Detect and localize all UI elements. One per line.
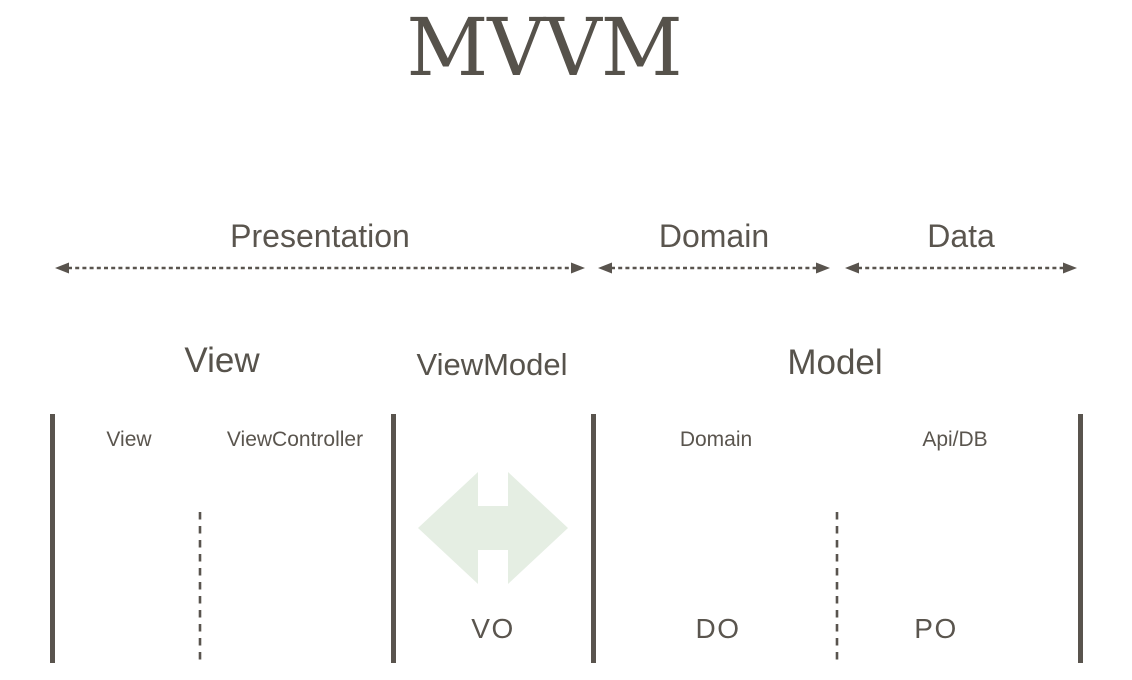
layer-span-data: Data bbox=[845, 218, 1077, 275]
column-label-viewcontroller: ViewController bbox=[226, 428, 364, 451]
double-arrow-icon bbox=[598, 262, 830, 274]
layer-span-domain: Domain bbox=[598, 218, 830, 275]
object-label-po: PO bbox=[914, 613, 958, 644]
object-label-do: DO bbox=[695, 613, 741, 644]
layer-span-presentation: Presentation bbox=[55, 218, 585, 275]
dotted-divider bbox=[198, 512, 202, 664]
layer-label-data: Data bbox=[927, 218, 995, 254]
section-header-model: Model bbox=[787, 343, 883, 382]
column-label-apidb: Api/DB bbox=[922, 428, 988, 451]
page-title: MVVM bbox=[406, 1, 682, 94]
layer-label-domain: Domain bbox=[658, 218, 770, 254]
column-label-view: View bbox=[106, 428, 152, 451]
section-header-view: View bbox=[184, 341, 260, 380]
double-arrow-icon bbox=[845, 262, 1077, 274]
separator-bar bbox=[391, 414, 396, 663]
dotted-divider bbox=[835, 512, 839, 664]
column-label-domain: Domain bbox=[679, 428, 753, 451]
swap-horizontal-icon bbox=[418, 472, 568, 584]
layer-label-presentation: Presentation bbox=[230, 218, 410, 254]
section-header-viewmodel: ViewModel bbox=[416, 347, 568, 382]
object-label-vo: VO bbox=[471, 613, 515, 644]
separator-bar bbox=[50, 414, 55, 663]
double-arrow-icon bbox=[55, 262, 585, 274]
separator-bar bbox=[591, 414, 596, 663]
separator-bar bbox=[1078, 414, 1083, 663]
